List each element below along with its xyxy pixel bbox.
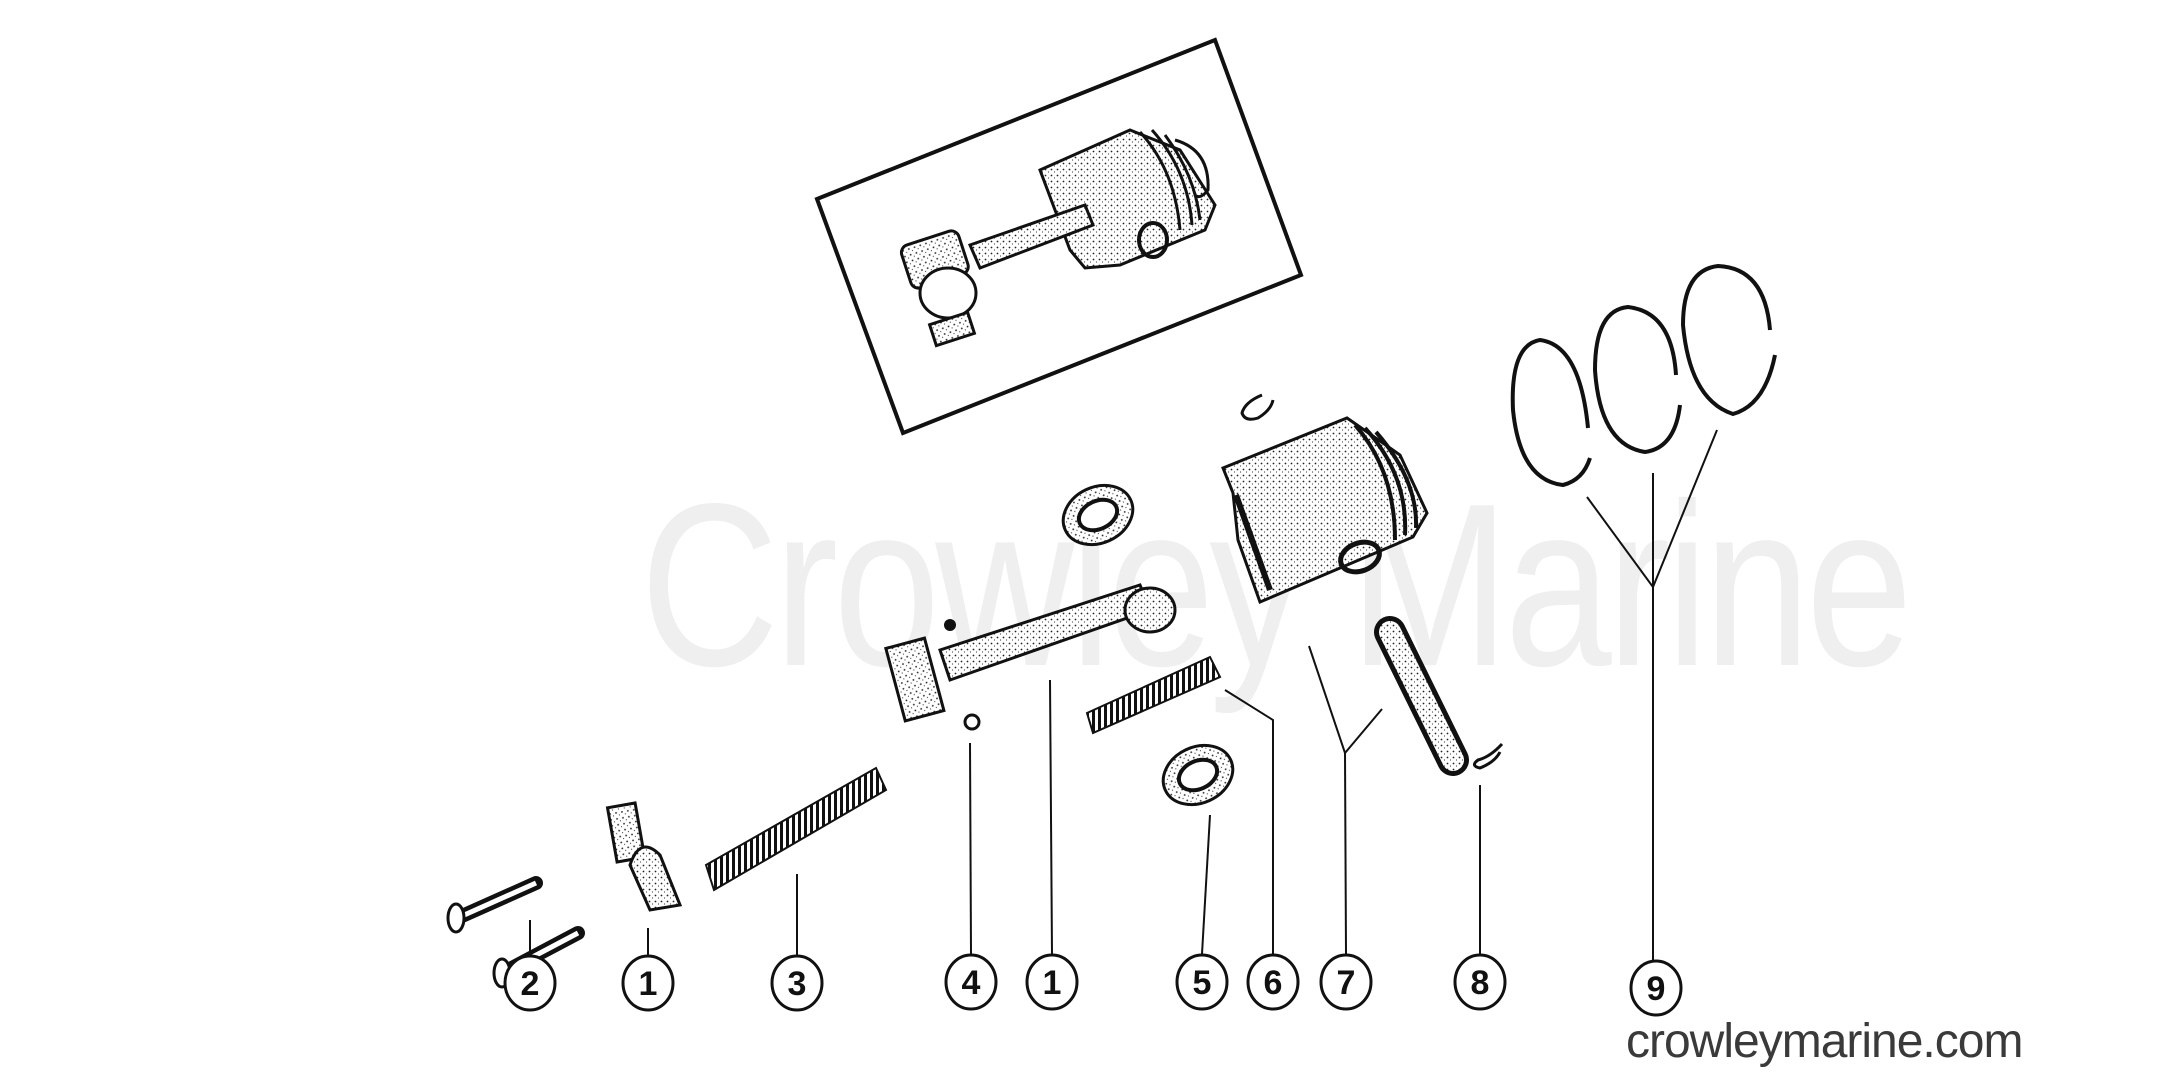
- dowel-lower-icon: [963, 713, 981, 731]
- svg-text:8: 8: [1471, 964, 1490, 1002]
- callout-7[interactable]: 7: [1319, 953, 1373, 1011]
- svg-text:1: 1: [1043, 964, 1062, 1002]
- wrist-pin-bearing-icon: [1085, 655, 1222, 735]
- callout-5[interactable]: 5: [1175, 953, 1229, 1011]
- svg-text:7: 7: [1337, 964, 1356, 1002]
- callout-6[interactable]: 6: [1246, 953, 1300, 1011]
- dowel-upper-icon: [944, 619, 956, 631]
- svg-text:9: 9: [1647, 970, 1666, 1008]
- svg-text:1: 1: [639, 965, 658, 1003]
- svg-text:6: 6: [1264, 964, 1283, 1002]
- inset-rod-icon: [899, 203, 1095, 348]
- callout-4[interactable]: 4: [944, 953, 998, 1011]
- callout-1-rod-cap[interactable]: 1: [621, 954, 675, 1012]
- pin-lock-ring-icon: [1473, 742, 1504, 770]
- pin-clip-upper-icon: [1240, 393, 1275, 421]
- callout-9[interactable]: 9: [1629, 959, 1683, 1017]
- svg-text:3: 3: [788, 965, 807, 1003]
- svg-text:2: 2: [521, 965, 540, 1003]
- inset-frame: [814, 37, 1304, 436]
- inset-piston-icon: [1038, 128, 1217, 270]
- thrust-washer-upper-icon: [1061, 483, 1135, 547]
- assembled-piston-inset: [814, 37, 1304, 436]
- rod-cap-icon: [605, 801, 683, 912]
- needle-bearing-icon: [704, 766, 888, 892]
- svg-text:4: 4: [962, 964, 981, 1002]
- callout-8[interactable]: 8: [1453, 953, 1507, 1011]
- wrist-pin-icon: [1374, 616, 1469, 776]
- site-url-footer: crowleymarine.com: [1626, 1015, 2023, 1068]
- callout-2[interactable]: 2: [503, 954, 557, 1012]
- thrust-washer-lower-icon: [1161, 743, 1235, 807]
- piston-rings-icon: [1510, 263, 1777, 488]
- callout-1-connecting-rod[interactable]: 1: [1025, 953, 1079, 1011]
- svg-text:5: 5: [1193, 964, 1212, 1002]
- piston-icon: [1221, 416, 1429, 605]
- callout-3[interactable]: 3: [770, 954, 824, 1012]
- connecting-rod-icon: [884, 583, 1177, 731]
- leader-lines: [529, 429, 1718, 962]
